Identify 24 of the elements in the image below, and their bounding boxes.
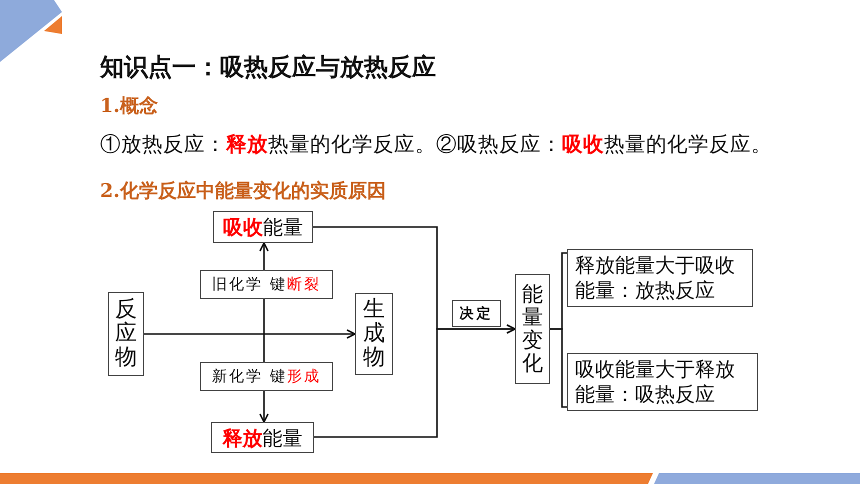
node-text: 吸收能量 xyxy=(223,215,303,239)
process-box xyxy=(515,274,550,384)
process-box xyxy=(567,249,753,307)
process-box xyxy=(211,422,314,453)
edge-label: 旧化学 键断裂 xyxy=(200,270,333,299)
section-heading: 1.概念 xyxy=(100,95,158,118)
process-box xyxy=(213,211,313,243)
node-text: 吸收能量大于释放能量：吸热反应 xyxy=(574,357,736,407)
process-box xyxy=(355,293,393,375)
edge-label: 决定 xyxy=(452,300,501,327)
slide-title: 知识点一：吸热反应与放热反应 xyxy=(100,53,436,82)
node-text: 能量变化 xyxy=(522,282,543,376)
edge-label: 新化学 键形成 xyxy=(200,362,333,391)
connector-line xyxy=(550,328,567,408)
section-heading: 2.化学反应中能量变化的实质原因 xyxy=(100,180,386,203)
process-box xyxy=(108,292,144,376)
process-box xyxy=(567,353,758,411)
arrow xyxy=(314,324,516,438)
definition-text: ①放热反应：释放热量的化学反应。②吸热反应：吸收热量的化学反应。 xyxy=(100,132,772,157)
node-text: 释放能量大于吸收能量：放热反应 xyxy=(574,253,736,303)
node-text: 反应物 xyxy=(115,298,137,370)
node-text: 生成物 xyxy=(363,298,385,370)
arrow xyxy=(144,329,356,339)
node-text: 释放能量 xyxy=(222,426,302,450)
